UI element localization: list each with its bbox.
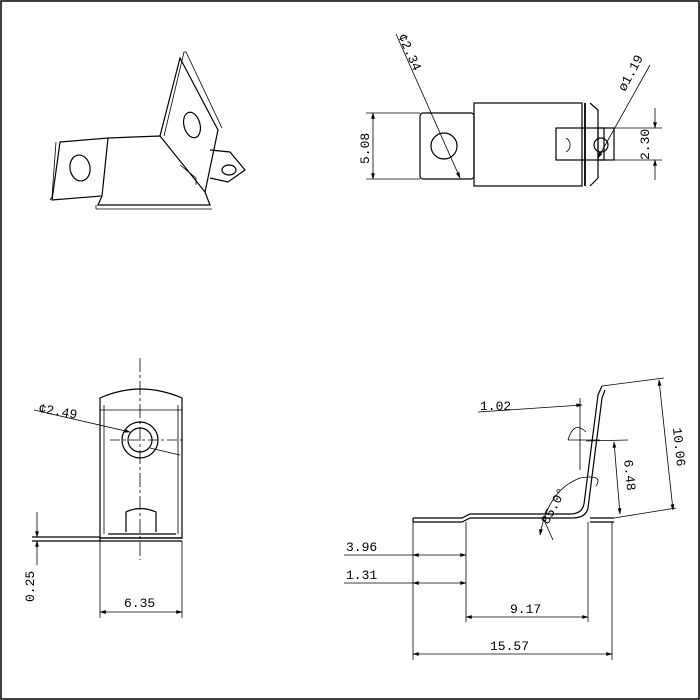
top-small-hole-label: ø1.19	[615, 52, 647, 93]
side-mid-length-label: 9.17	[510, 602, 541, 617]
top-hole-dia-label: ¢2.34	[394, 32, 424, 74]
side-total-height-label: 10.06	[669, 427, 688, 467]
top-left-tab	[419, 112, 475, 180]
side-view: 85.0° 1.02 10.06 6.48 3.96 1.31 9.17 15.…	[344, 377, 688, 660]
iso-left-hole	[69, 154, 91, 182]
front-view: ¢2.49 0.25 6.35	[23, 358, 183, 618]
side-upper-height-label: 6.48	[620, 459, 638, 492]
front-hole-dia-label: ¢2.49	[37, 401, 78, 423]
side-total-length-label: 15.57	[490, 639, 529, 654]
top-view: 5.08 ¢2.34 ø1.19 2.30	[358, 32, 662, 187]
iso-right-hole	[221, 164, 237, 176]
top-body	[473, 102, 583, 187]
top-left-hole	[430, 132, 458, 160]
top-height-label: 5.08	[358, 133, 373, 164]
front-slot	[125, 507, 157, 532]
top-tab-label: 2.30	[638, 129, 653, 160]
front-thickness-label: 0.25	[23, 571, 38, 602]
iso-upright-plate	[159, 56, 219, 193]
side-offset-label: 1.02	[480, 399, 511, 414]
top-small-hole	[593, 137, 609, 153]
iso-left-tab	[51, 137, 109, 201]
side-tab-width-label: 3.96	[346, 540, 377, 555]
iso-upright-hole	[182, 111, 202, 139]
side-profile-inner	[413, 389, 606, 523]
side-tab-length-label: 1.31	[346, 568, 377, 583]
front-plate	[99, 388, 183, 539]
top-small-tab	[555, 127, 605, 161]
side-profile-outer	[413, 385, 603, 519]
front-width-label: 6.35	[124, 596, 155, 611]
side-angle-label: 85.0°	[538, 485, 570, 526]
isometric-view	[49, 51, 246, 210]
iso-base-plate	[97, 135, 211, 206]
iso-right-tab	[209, 149, 246, 183]
